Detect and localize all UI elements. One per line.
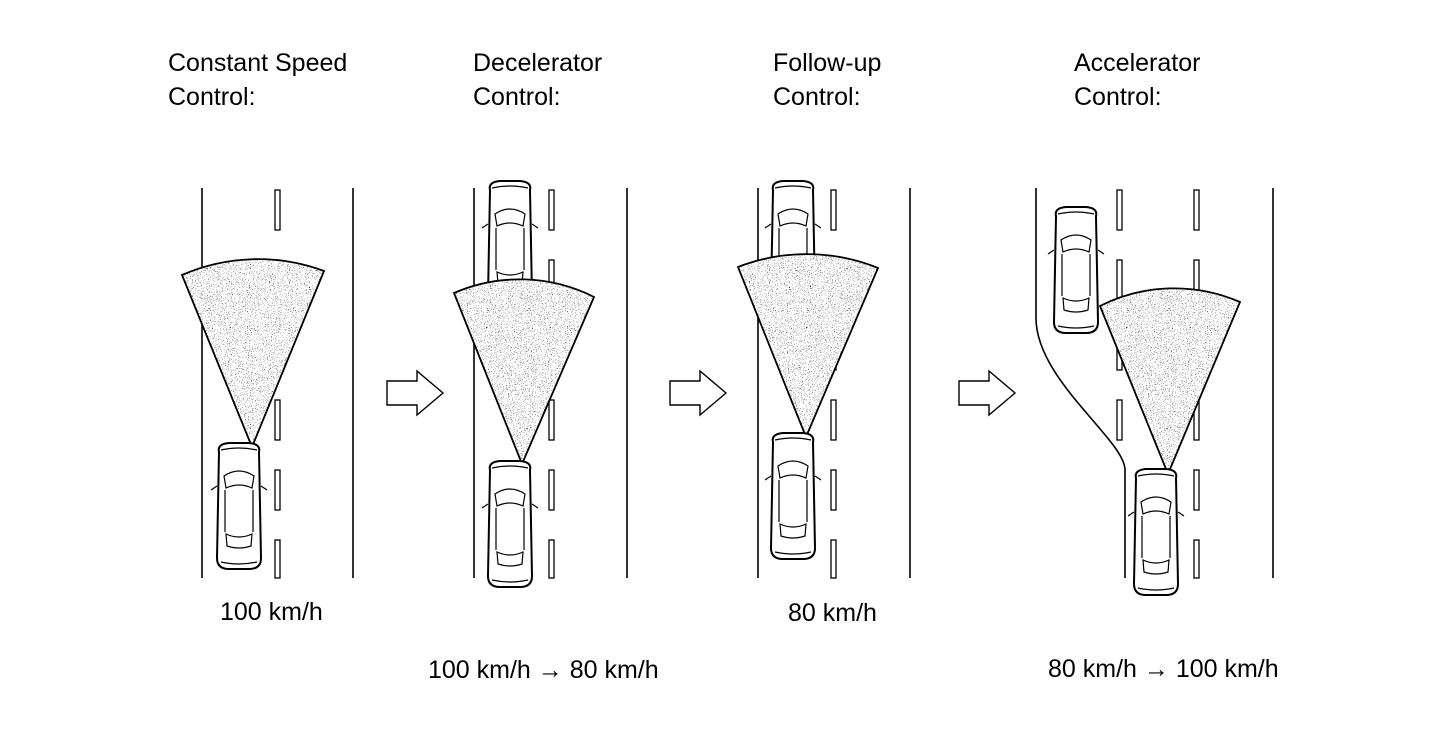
road-edge-left-merging <box>1035 188 1126 578</box>
panel-3-speed: 80 km/h <box>788 599 877 627</box>
car-top-view-icon <box>1047 206 1105 334</box>
right-hollow-arrow-icon <box>958 370 1016 416</box>
panel-3-title-line1: Follow-up <box>773 49 881 77</box>
lane-dashes <box>830 189 837 579</box>
panel-4-title-line2: Control: <box>1074 83 1162 111</box>
panel-2-title-line2: Control: <box>473 83 561 111</box>
panel-accelerator <box>1035 188 1274 596</box>
panel-1-title-line1: Constant Speed <box>168 49 347 77</box>
panel-1-title-line2: Control: <box>168 83 256 111</box>
right-hollow-arrow-icon <box>669 370 727 416</box>
car-top-view-icon <box>1127 468 1185 596</box>
panel-4-title-line1: Accelerator <box>1074 49 1200 77</box>
panel-3-title-line2: Control: <box>773 83 861 111</box>
panel-4-speed: 80 km/h → 100 km/h <box>1048 655 1279 683</box>
radar-detection-sector <box>452 278 596 467</box>
panel-2-title-line1: Decelerator <box>473 49 602 77</box>
radar-detection-sector <box>180 258 326 450</box>
panel-titles: Constant Speed Control: Decelerator Cont… <box>168 49 1200 111</box>
car-top-view-icon <box>764 432 822 560</box>
car-top-view-icon <box>210 442 268 570</box>
panel-decelerator <box>452 180 628 588</box>
radar-detection-sector <box>1098 287 1242 477</box>
speed-labels: 100 km/h 100 km/h → 80 km/h 80 km/h 80 k… <box>220 598 1279 684</box>
panel-2-speed: 100 km/h → 80 km/h <box>428 656 659 684</box>
right-hollow-arrow-icon <box>386 370 444 416</box>
panel-constant-speed <box>180 188 354 579</box>
panel-follow-up <box>736 180 911 579</box>
radar-detection-sector <box>736 253 880 440</box>
panel-1-speed: 100 km/h <box>220 598 323 626</box>
car-top-view-icon <box>481 460 539 588</box>
